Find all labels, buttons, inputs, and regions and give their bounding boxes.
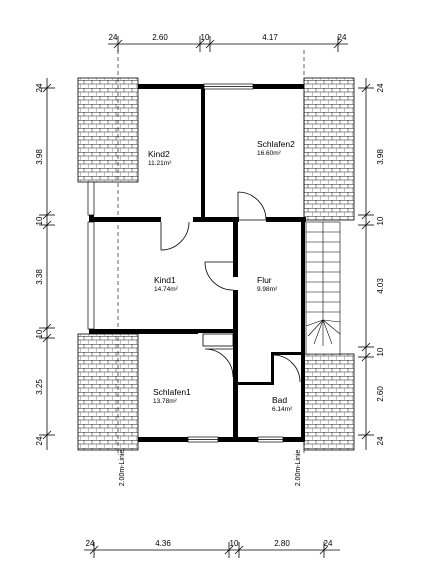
door-kind1 bbox=[160, 221, 190, 251]
dimension-labels-top: 24 2.60 10 4.17 24 bbox=[109, 33, 347, 42]
dim-left-1: 24 bbox=[35, 83, 44, 92]
dim-left-3: 10 bbox=[35, 216, 44, 225]
wall-schlafen2-flur bbox=[266, 217, 306, 222]
dim-bottom-3: 10 bbox=[230, 539, 239, 548]
dim-top-4: 4.17 bbox=[262, 33, 278, 42]
dim-right-7: 24 bbox=[376, 436, 385, 445]
door-schlafen1 bbox=[204, 348, 234, 378]
dimension-labels-left: 24 3.98 10 3.38 10 3.25 24 bbox=[35, 83, 44, 445]
door-schlafen2 bbox=[237, 191, 267, 221]
door-kind1-flur bbox=[204, 261, 234, 291]
dim-right-4: 4.03 bbox=[376, 278, 385, 294]
room-name: Bad bbox=[272, 395, 287, 405]
dim-right-1: 24 bbox=[376, 83, 385, 92]
wall-top-right bbox=[253, 84, 304, 89]
slope-bottom-right bbox=[303, 353, 355, 451]
windows bbox=[87, 83, 284, 443]
room-schlafen1: Schlafen1 13.78m² bbox=[153, 387, 191, 405]
dim-top-5: 24 bbox=[338, 33, 347, 42]
room-name: Kind2 bbox=[148, 149, 170, 159]
slope-top-right bbox=[303, 77, 355, 221]
roof-slope-areas bbox=[77, 77, 355, 451]
wall-kind1-flur-upper bbox=[233, 217, 238, 277]
dim-right-2: 3.98 bbox=[376, 149, 385, 165]
room-kind2: Kind2 11.21m² bbox=[148, 149, 172, 167]
room-area: 16.60m² bbox=[257, 150, 282, 157]
wall-flur-bad bbox=[236, 382, 273, 385]
room-name: Schlafen2 bbox=[257, 139, 295, 149]
two-meter-lines bbox=[117, 50, 305, 455]
dim-bottom-1: 24 bbox=[86, 539, 95, 548]
two-meter-label-left: 2.00m-Linie bbox=[119, 450, 126, 487]
window-kind1 bbox=[87, 221, 95, 330]
slope-top-left bbox=[77, 77, 139, 183]
room-schlafen2: Schlafen2 16.60m² bbox=[257, 139, 295, 157]
wall-kind1-schlafen1-right bbox=[198, 329, 238, 333]
wall-kind1-top-right bbox=[193, 217, 239, 222]
dim-right-5: 10 bbox=[376, 347, 385, 356]
staircase bbox=[305, 221, 341, 355]
wall-right-inner bbox=[301, 220, 305, 442]
dim-left-7: 24 bbox=[35, 436, 44, 445]
dim-bottom-2: 4.36 bbox=[155, 539, 171, 548]
wall-kind2-kind1 bbox=[89, 217, 161, 222]
room-flur: Flur 9.98m² bbox=[257, 275, 278, 293]
slope-bottom-left bbox=[77, 333, 139, 451]
dim-left-2: 3.98 bbox=[35, 149, 44, 165]
dim-right-3: 10 bbox=[376, 216, 385, 225]
wall-top-left bbox=[138, 84, 204, 89]
room-bad: Bad 6.14m² bbox=[272, 395, 293, 413]
dimension-labels-bottom: 24 4.36 10 2.80 24 bbox=[86, 539, 333, 548]
dimension-lines bbox=[39, 36, 374, 558]
dim-top-3: 10 bbox=[201, 33, 210, 42]
dim-right-6: 2.60 bbox=[376, 386, 385, 402]
dim-left-5: 10 bbox=[35, 329, 44, 338]
dim-left-6: 3.25 bbox=[35, 379, 44, 395]
wall-bottom-1 bbox=[138, 437, 188, 442]
room-area: 13.78m² bbox=[153, 398, 178, 405]
dim-bottom-5: 24 bbox=[324, 539, 333, 548]
dim-top-1: 24 bbox=[109, 33, 118, 42]
dim-top-2: 2.60 bbox=[152, 33, 168, 42]
wall-kind2-schlafen2 bbox=[201, 86, 205, 219]
wall-flur-lower bbox=[233, 290, 238, 442]
room-area: 6.14m² bbox=[272, 406, 293, 413]
door-bad bbox=[272, 354, 301, 383]
closet-schlafen1 bbox=[202, 333, 234, 347]
wall-kind1-schlafen1 bbox=[89, 329, 198, 334]
dimension-labels-right: 24 3.98 10 4.03 10 2.60 24 bbox=[376, 83, 385, 445]
room-name: Kind1 bbox=[154, 275, 176, 285]
room-name: Flur bbox=[257, 275, 272, 285]
doors bbox=[160, 191, 301, 383]
window-kind2 bbox=[87, 181, 95, 216]
room-area: 9.98m² bbox=[257, 286, 278, 293]
walls bbox=[89, 84, 306, 442]
dim-bottom-4: 2.80 bbox=[274, 539, 290, 548]
wall-bad-top bbox=[271, 352, 304, 355]
two-meter-label-right: 2.00m-Linie bbox=[295, 450, 302, 487]
room-area: 14.74m² bbox=[154, 286, 179, 293]
room-area: 11.21m² bbox=[148, 160, 172, 167]
wall-bad-side bbox=[271, 352, 274, 385]
room-name: Schlafen1 bbox=[153, 387, 191, 397]
room-kind1: Kind1 14.74m² bbox=[154, 275, 179, 293]
dim-left-4: 3.38 bbox=[35, 269, 44, 285]
wall-bottom-3 bbox=[283, 437, 304, 442]
